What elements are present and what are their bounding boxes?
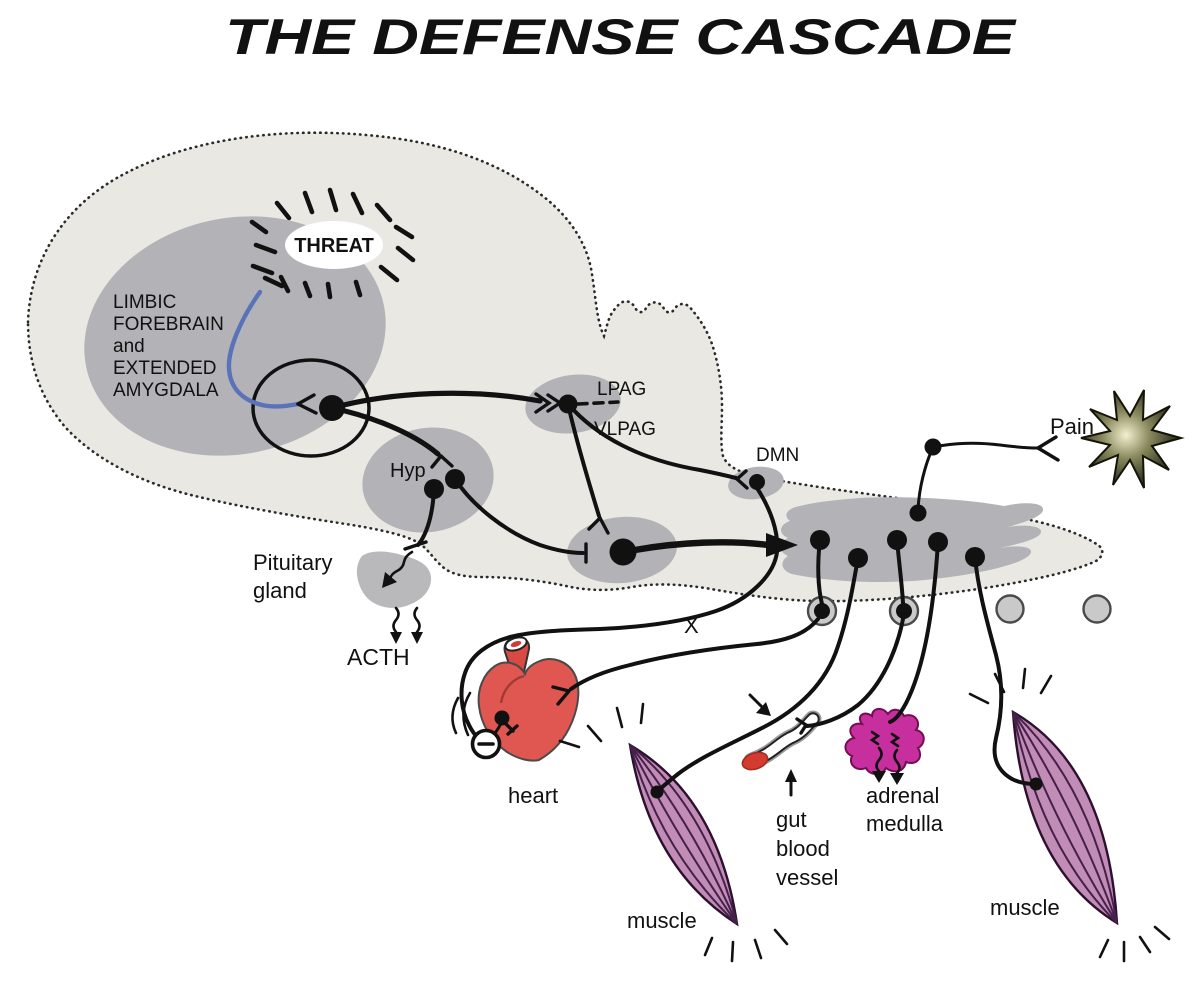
threat-burst: THREAT [249,187,416,300]
vessel-ending-fork [795,717,808,735]
limbic-label-line3: and [113,336,145,357]
left-muscle-ending-dot [650,785,664,799]
threat-afferent-fork [296,393,318,415]
adrenal-hormone-arrow-2 [890,748,904,785]
lpag-neuron-dot [558,394,578,414]
page-title: THE DEFENSE CASCADE [225,9,1017,65]
cord-to-right-muscle-fiber [973,555,1036,786]
ganglion2-to-vessel-fiber [805,617,905,728]
medulla-to-cord-fiber [631,539,772,554]
pituitary-release-wavy-arrow [382,550,414,588]
threat-rays [249,187,416,300]
acth-release-arrows [390,606,423,644]
muscle-right-motion-dashes [968,667,1171,963]
heart-label: heart [508,783,558,808]
gut-label-line3: vessel [776,865,838,890]
sympathetic-ganglion-3 [995,594,1025,624]
pain-afferent-path [916,435,1060,512]
heart-crease [499,674,525,704]
lpag-to-medulla-fiber [566,402,601,518]
cord-input-arrowhead [766,533,798,557]
vlpag-label: VLPAG [594,419,656,440]
cord-neuron-dot-1 [810,530,830,550]
pain-starburst [1080,389,1185,489]
acth-label: ACTH [347,644,410,670]
ganglion2-synapse-dot [896,603,912,619]
gut-label-line1: gut [776,807,807,832]
pain-terminal-dot [909,504,927,522]
threat-oval [285,221,383,269]
pituitary-label: Pituitary gland [253,550,332,603]
adrenal-inner-squiggle-2 [889,732,901,748]
vlpag-dashed-link [576,400,620,406]
threat-afferent-fiber [226,289,301,409]
pain-sensory-fork [1036,435,1060,462]
threat-label: THREAT [294,235,374,257]
hyp-to-medulla-fiber [453,477,585,555]
pituitary-label-line1: Pituitary [253,550,332,575]
adrenal-medulla-shape [844,708,925,785]
heart-shape [451,635,580,762]
amygdala-to-lpag-fiber [329,390,543,411]
ganglion1-to-heart-fiber [569,617,820,691]
vagus-x-label: X [684,613,699,638]
adrenal-label-line2: medulla [866,811,944,836]
limbic-label-line1: LIMBIC [113,292,176,313]
pituitary-stalk-tbar [403,540,428,551]
gut-blood-vessel-shape [741,693,822,797]
cord-to-adrenal-fiber [888,540,940,724]
aorta-lumen [510,640,522,648]
adrenal-medulla-label: adrenal medulla [866,783,944,836]
right-muscle-ending-dot [1029,777,1043,791]
limbic-label-line4: EXTENDED [113,358,216,379]
hyp-label: Hyp [390,460,426,482]
inhibition-minus-icon [470,728,502,760]
vessel-blood [741,751,769,771]
heart-sympathetic-fork [551,685,571,706]
cord-to-left-muscle-fiber [656,556,860,793]
muscle-right-label: muscle [990,895,1060,920]
lpag-to-dmn-fiber [566,402,738,480]
pain-drg-dot [924,438,942,456]
limbic-forebrain-label: LIMBIC FOREBRAIN and EXTENDED AMYGDALA [113,292,224,401]
pituitary-label-line2: gland [253,578,307,603]
lpag-label: LPAG [597,379,646,400]
amygdala-neuron-dot [319,395,345,421]
adrenal-inner-squiggle-1 [869,730,881,746]
cord-neuron-dot-4 [928,532,948,552]
muscle-left-motion-dashes [558,702,789,963]
heart-body [477,658,580,762]
vagal-ending-stick [504,722,519,736]
limbic-label-line2: FOREBRAIN [113,314,224,335]
medulla-neuron-dot [609,538,637,566]
pain-label: Pain [1050,414,1094,439]
cord-neuron-dot-2 [848,548,868,568]
vessel-constriction-arrow-down [748,693,771,716]
gut-label-line2: blood [776,836,830,861]
limbic-label-line5: AMYGDALA [113,380,219,401]
hyp-arrival-fork [430,454,454,469]
adrenal-label-line1: adrenal [866,783,939,808]
muscle-right-shape [968,667,1171,963]
ganglion1-synapse-dot [814,603,830,619]
heart-motion-arc-2 [451,696,460,735]
dmn-neuron-dot [749,474,765,490]
dmn-arrival-fork [735,469,749,490]
hypothalamus-region [362,427,494,533]
amygdala-output-nucleus [251,358,371,458]
muscle-left-label: muscle [627,908,697,933]
cord-neuron-dot-3 [887,530,907,550]
cord-neuron-dot-5 [965,547,985,567]
heart-vagal-dot [494,710,510,726]
dmn-label: DMN [756,445,799,466]
adrenal-hormone-arrow-1 [872,746,886,783]
hyp-neuron-dot-right [445,469,465,489]
medulla-arrival-fork [587,516,610,535]
gut-blood-vessel-label: gut blood vessel [776,807,838,890]
vagus-nerve-path [459,486,780,746]
vessel-constriction-arrow-up [785,769,797,797]
sympathetic-ganglion-4 [1082,594,1112,624]
hyp-neuron-dot-left [424,479,444,499]
